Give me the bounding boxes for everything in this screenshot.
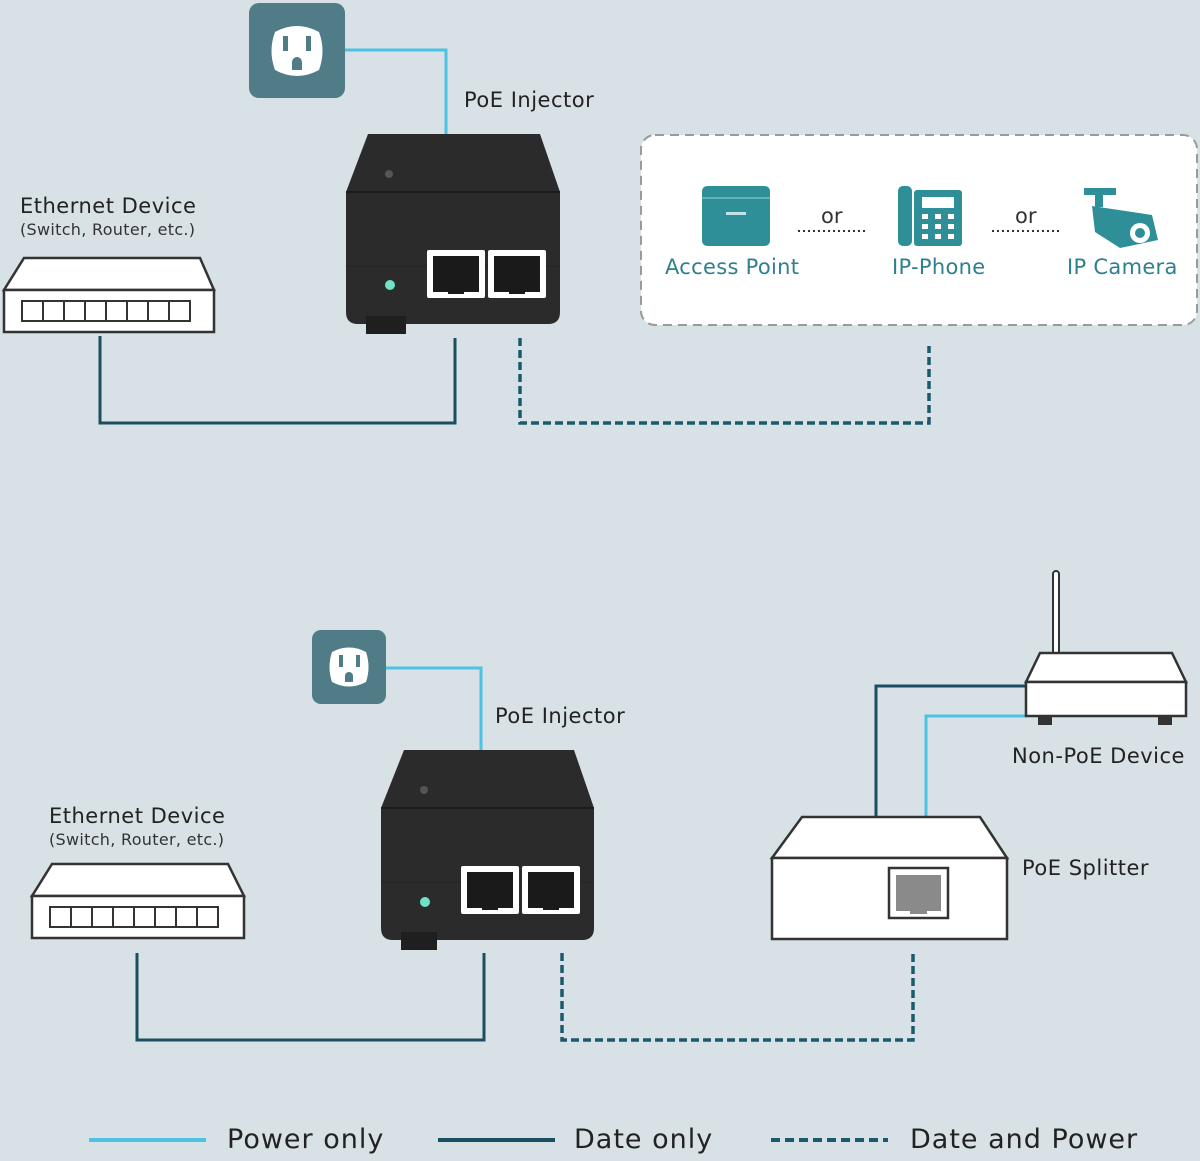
- bottom-ethernet-sub: (Switch, Router, etc.): [49, 830, 225, 849]
- ip-phone-label: IP-Phone: [892, 255, 986, 279]
- access-point-label: Access Point: [665, 255, 800, 279]
- bottom-outlet-icon: [312, 630, 386, 704]
- top-power-line: [344, 48, 448, 134]
- legend-data-and-power: Date and Power: [910, 1124, 1139, 1155]
- bottom-power-line: [385, 666, 483, 750]
- top-ethernet-sub: (Switch, Router, etc.): [20, 220, 196, 239]
- bottom-data-line: [135, 953, 486, 1042]
- top-ethernet-label: Ethernet Device: [20, 194, 197, 218]
- ip-phone-icon: [898, 186, 962, 246]
- bottom-poe-injector: [381, 750, 594, 950]
- bottom-ethernet-switch-icon: [29, 862, 247, 940]
- poe-splitter-icon: [769, 815, 1010, 941]
- top-injector-label: PoE Injector: [464, 88, 595, 112]
- legend-power-only: Power only: [227, 1124, 385, 1155]
- top-poe-injector: [346, 134, 560, 334]
- top-outlet-icon: [249, 3, 345, 98]
- access-point-icon: [702, 186, 770, 246]
- bottom-ethernet-label: Ethernet Device: [49, 804, 226, 828]
- or-label-2: or: [1015, 204, 1037, 228]
- ip-camera-icon: [1084, 188, 1158, 248]
- ip-camera-label: IP Camera: [1067, 255, 1178, 279]
- non-poe-device-label: Non-PoE Device: [1012, 744, 1185, 768]
- top-data-power-line: [518, 338, 931, 425]
- non-poe-router-icon: [1024, 570, 1188, 725]
- legend-data-only: Date only: [574, 1124, 714, 1155]
- splitter-power-line: [924, 714, 1026, 821]
- bottom-data-power-line: [560, 953, 915, 1042]
- top-data-line: [98, 336, 457, 425]
- bottom-injector-label: PoE Injector: [495, 704, 626, 728]
- or-label-1: or: [821, 204, 843, 228]
- poe-splitter-label: PoE Splitter: [1022, 856, 1150, 880]
- top-ethernet-switch-icon: [1, 256, 216, 334]
- splitter-data-line: [874, 684, 1026, 817]
